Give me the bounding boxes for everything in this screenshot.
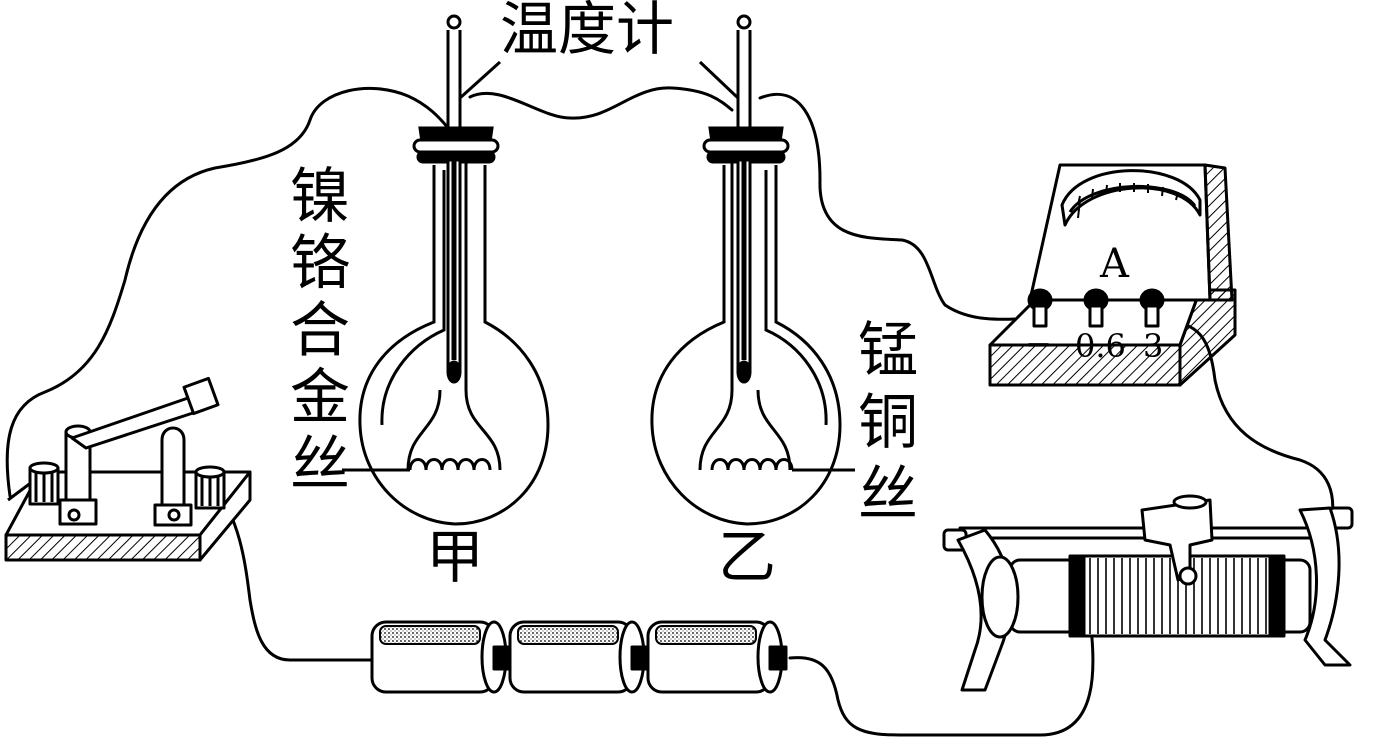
wire-flask-to-flask <box>468 86 734 120</box>
wire-right-char-1: 锰 <box>858 316 918 386</box>
ammeter-icon[interactable] <box>988 163 1237 387</box>
ammeter-terminal-3-label: 3 <box>1143 327 1164 365</box>
thermometer-icon <box>446 14 462 384</box>
thermometer-icon <box>736 14 752 384</box>
rheostat-slider[interactable] <box>1140 494 1214 586</box>
ammeter-terminal-3[interactable] <box>1139 288 1165 328</box>
heating-coil-icon <box>698 160 855 472</box>
wire-left-char-3: 合 <box>290 296 350 366</box>
ammeter-terminal-neg[interactable] <box>1027 288 1053 328</box>
switch-knob-right <box>194 465 226 510</box>
battery-icon <box>370 620 788 694</box>
knife-switch-icon[interactable] <box>4 376 252 562</box>
flask-right-label: 乙 <box>718 523 777 591</box>
flask-icon <box>358 126 550 526</box>
ammeter-terminal-neg-label: − <box>1025 325 1052 363</box>
wire-switch-to-flask-left <box>5 86 450 498</box>
battery-cell-2 <box>508 620 650 694</box>
wire-rheostat-to-battery <box>788 603 1095 737</box>
battery-cell-3 <box>646 620 788 694</box>
wire-left-char-1: 镍 <box>290 162 350 232</box>
wire-right-char-2: 铜 <box>858 388 918 458</box>
wire-left-char-5: 丝 <box>290 430 350 500</box>
heating-coil-icon <box>342 160 502 472</box>
flask-icon <box>650 126 842 526</box>
battery-cell-1 <box>370 620 512 694</box>
wire-right-char-3: 丝 <box>858 460 918 530</box>
thermometer-label: 温度计 <box>500 0 675 63</box>
ammeter-symbol: A <box>1100 241 1129 287</box>
wire-left-char-4: 金 <box>290 363 350 433</box>
wire-left-char-2: 铬 <box>290 229 350 299</box>
switch-knob-left <box>28 461 60 506</box>
flask-left-label: 甲 <box>426 523 485 591</box>
thermometer-leaders <box>458 60 740 100</box>
rheostat-icon[interactable] <box>942 494 1354 692</box>
ammeter-terminal-0-6-label: 0.6 <box>1075 327 1126 365</box>
ammeter-terminal-0-6[interactable] <box>1083 288 1109 328</box>
wire-flask-right-to-ammeter <box>758 92 1038 321</box>
